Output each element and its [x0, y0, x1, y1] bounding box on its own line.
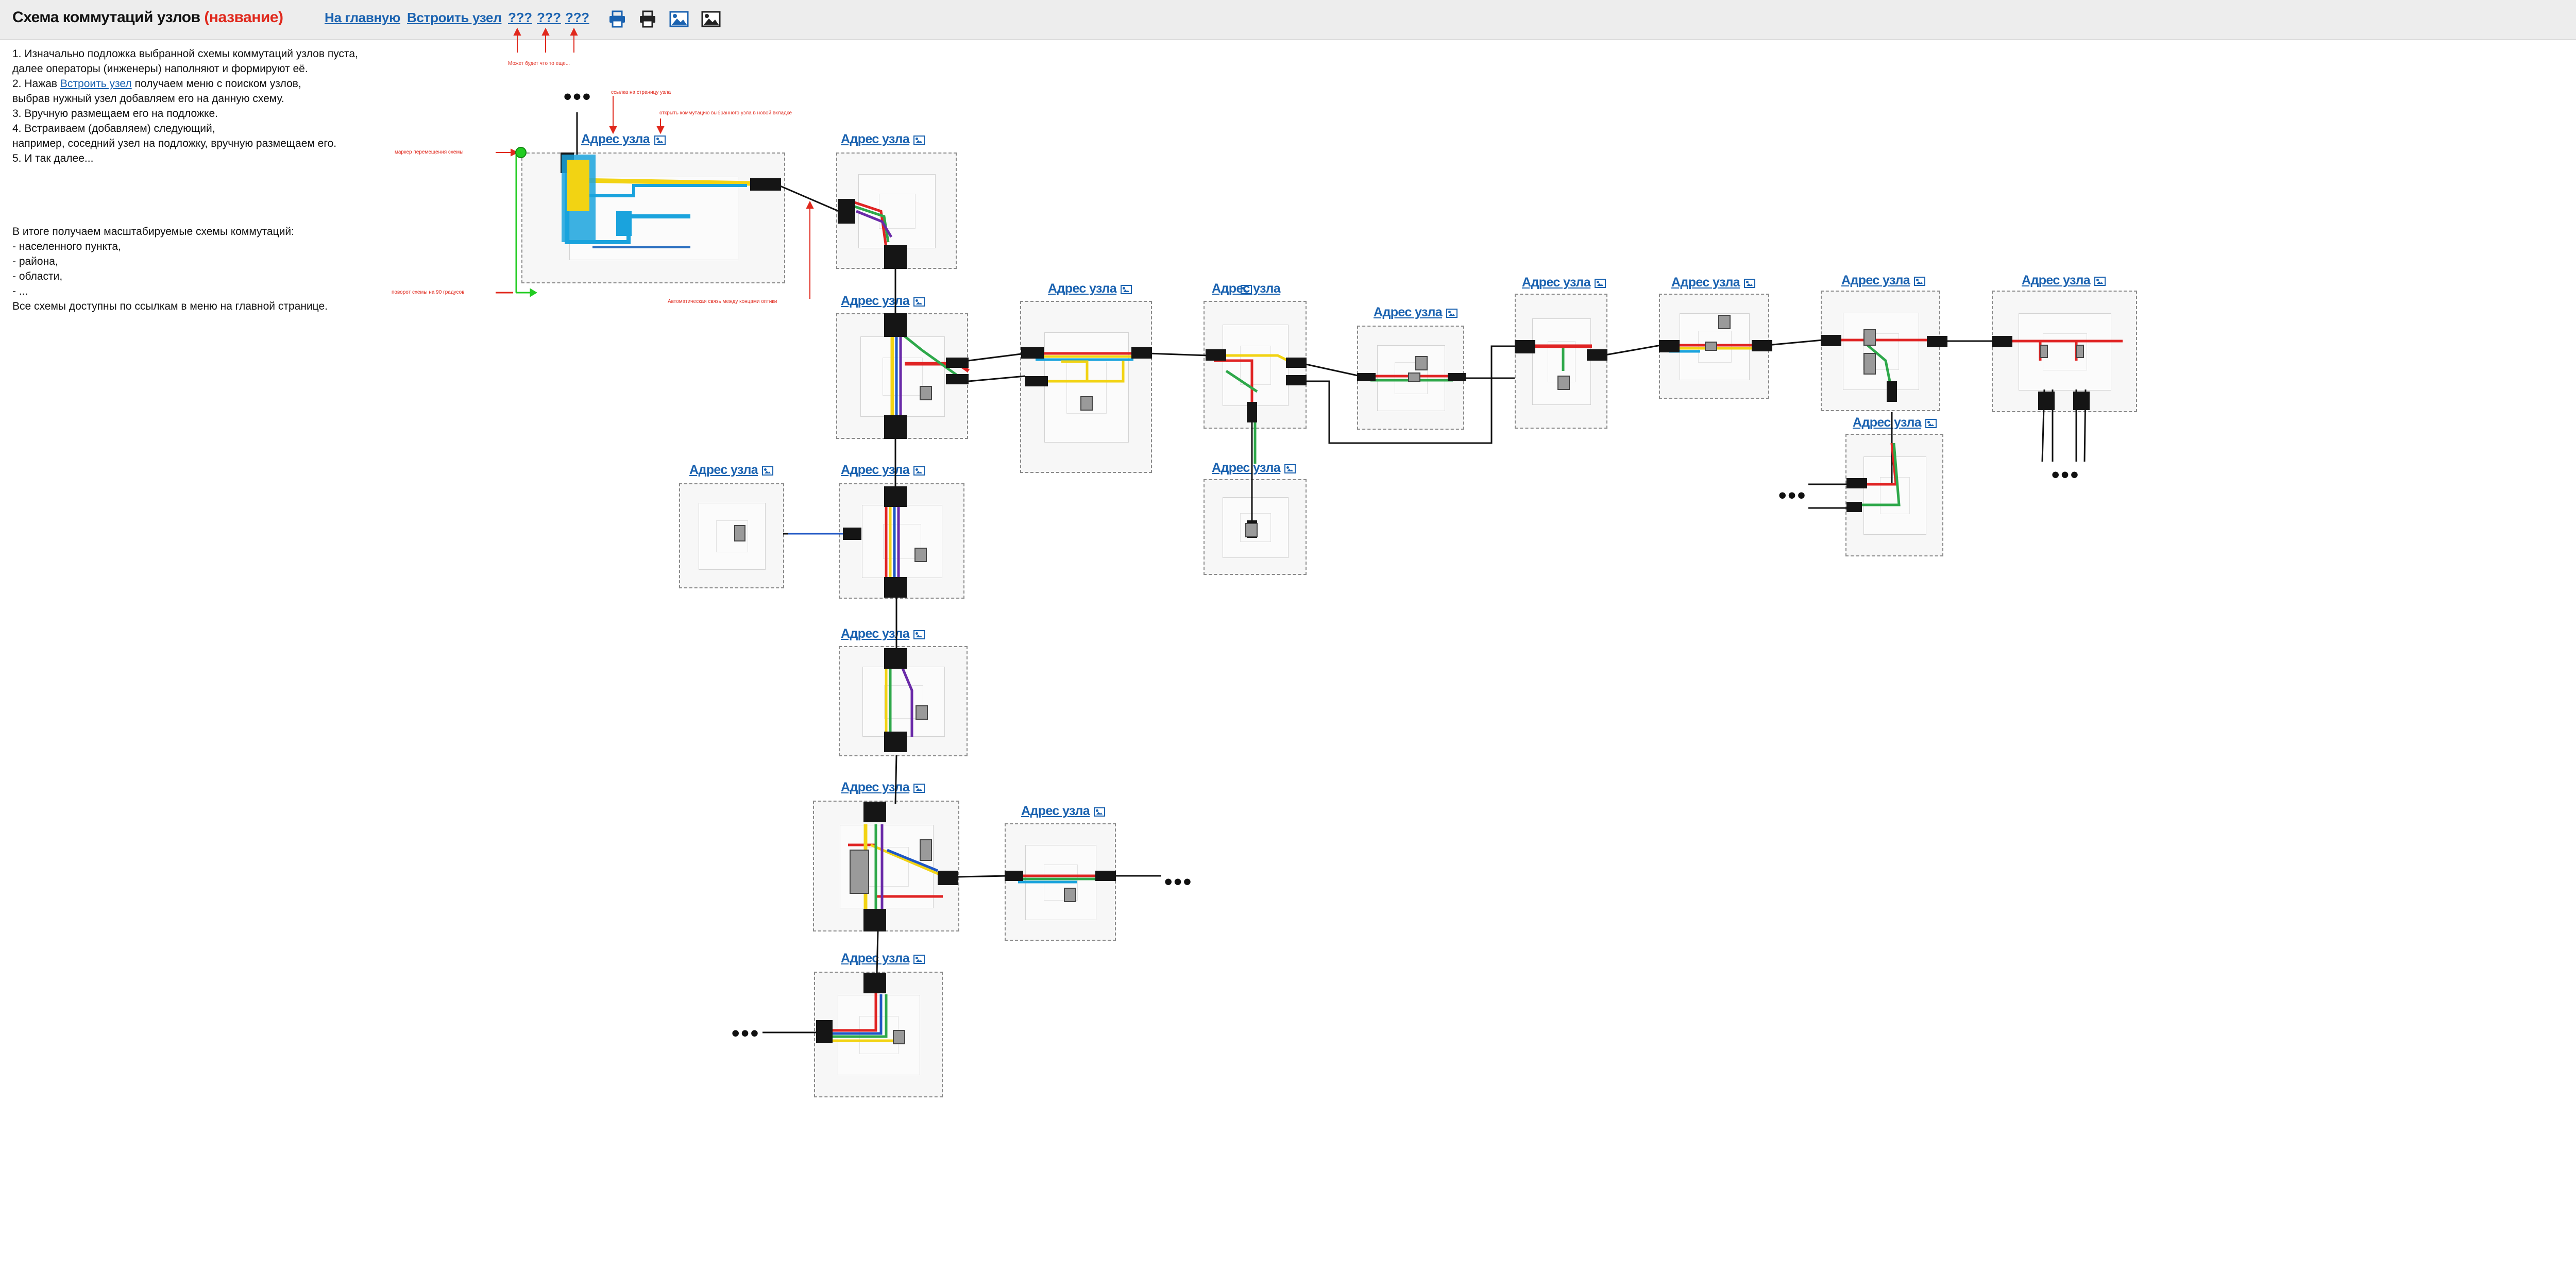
instruction-text: 2. Нажав	[12, 78, 60, 90]
annotation-node-page-link: ссылка на страницу узла	[611, 90, 671, 95]
instructions: 1. Изначально подложка выбранной схемы к…	[12, 46, 404, 166]
open-node-icon[interactable]	[1241, 285, 1252, 294]
top-toolbar: Схема коммутаций узлов (название) На гла…	[0, 0, 2576, 40]
node-address-link[interactable]: Адрес узла	[841, 951, 910, 965]
node-address-link[interactable]: Адрес узла	[1048, 281, 1117, 296]
node-box[interactable]	[1992, 291, 2137, 412]
open-node-icon[interactable]	[1284, 464, 1296, 473]
instruction-line: далее операторы (инженеры) наполняют и ф…	[12, 63, 308, 75]
summary-line: - ...	[12, 285, 28, 297]
annotation-arrows	[496, 27, 814, 299]
summary-line: - района,	[12, 256, 58, 267]
node-box[interactable]	[679, 483, 784, 588]
connector-blocks	[561, 152, 2090, 1043]
open-node-icon[interactable]	[2094, 277, 2106, 286]
placeholder-link-2[interactable]: ???	[537, 10, 561, 25]
node-address-link[interactable]: Адрес узла	[1853, 415, 1922, 430]
instruction-line: например, соседний узел на подложку, вру…	[12, 138, 337, 149]
embed-node-link[interactable]: Встроить узел	[407, 10, 502, 25]
summary-line: В итоге получаем масштабируемые схемы ко…	[12, 226, 294, 238]
node-address-link[interactable]: Адрес узла	[2022, 273, 2091, 287]
node-address-link[interactable]: Адрес узла	[1212, 461, 1281, 475]
open-node-icon[interactable]	[1925, 419, 1937, 428]
instruction-line: 4. Встраиваем (добавляем) следующий,	[12, 123, 215, 134]
annotation-move-marker: маркер перемещения схемы	[395, 149, 464, 155]
more-ellipsis: •••	[1778, 483, 1807, 508]
open-node-icon[interactable]	[1094, 807, 1105, 817]
instruction-line: выбрав нужный узел добавляем его на данн…	[12, 93, 284, 105]
print-icon[interactable]	[637, 9, 658, 29]
open-node-icon[interactable]	[1121, 285, 1132, 294]
rotate-handle[interactable]	[496, 152, 537, 297]
home-link[interactable]: На главную	[325, 10, 400, 25]
fiber-bundles	[565, 155, 2123, 1042]
open-node-icon[interactable]	[913, 466, 925, 476]
placeholder-link-1[interactable]: ???	[508, 10, 532, 25]
open-node-icon[interactable]	[654, 135, 666, 145]
node-address-link[interactable]: Адрес узла	[841, 294, 910, 308]
summary: В итоге получаем масштабируемые схемы ко…	[12, 224, 425, 314]
cabinet-equipment	[562, 155, 632, 242]
node-address-link[interactable]: Адрес узла	[1841, 273, 1910, 287]
summary-line: - населенного пункта,	[12, 241, 121, 252]
open-node-icon[interactable]	[1595, 279, 1606, 288]
placeholder-link-3[interactable]: ???	[565, 10, 589, 25]
annotation-rotate: поворот схемы на 90 градусов	[392, 290, 465, 295]
open-node-icon[interactable]	[1744, 279, 1755, 288]
open-node-icon[interactable]	[913, 297, 925, 307]
node-address-link[interactable]: Адрес узла	[689, 463, 758, 477]
node-box[interactable]	[1204, 479, 1307, 575]
node-address-link[interactable]: Адрес узла	[1671, 275, 1740, 290]
node-address-link[interactable]: Адрес узла	[841, 463, 910, 477]
instruction-line: 5. И так далее...	[12, 152, 94, 164]
more-ellipsis: •••	[564, 84, 592, 109]
print-preview-icon[interactable]	[607, 9, 628, 29]
annotation-auto-link: Автоматическая связь между концами оптик…	[668, 299, 777, 304]
node-box[interactable]	[1515, 294, 1607, 429]
open-node-icon[interactable]	[913, 784, 925, 793]
open-node-icon[interactable]	[762, 466, 773, 476]
node-address-link[interactable]: Адрес узла	[581, 132, 650, 146]
node-box[interactable]	[1821, 291, 1940, 411]
node-address-link[interactable]: Адрес узла	[841, 780, 910, 794]
image-dark-icon[interactable]	[701, 9, 721, 29]
node-address-link[interactable]: Адрес узла	[1374, 305, 1443, 319]
summary-line: - области,	[12, 270, 63, 282]
more-ellipsis: •••	[1164, 869, 1193, 894]
node-address-link[interactable]: Адрес узла	[841, 132, 910, 146]
summary-line: Все схемы доступны по ссылкам в меню на …	[12, 300, 328, 312]
image-icon[interactable]	[669, 9, 689, 29]
annotation-maybe: Может будет что то еще...	[508, 61, 570, 66]
node-address-link[interactable]: Адрес узла	[841, 626, 910, 641]
annotation-open-new-tab: открыть коммутацию выбранного узла в нов…	[659, 110, 792, 116]
instruction-line: 2. Нажав Встроить узел получаем меню с п…	[12, 76, 404, 91]
node-box[interactable]	[1020, 301, 1152, 473]
more-ellipsis: •••	[732, 1021, 760, 1046]
open-node-icon[interactable]	[1446, 309, 1458, 318]
page-title-accent: (название)	[204, 9, 283, 26]
instruction-text: получаем меню с поиском узлов,	[131, 78, 301, 90]
node-address-link[interactable]: Адрес узла	[1021, 804, 1090, 818]
page-title: Схема коммутаций узлов (название)	[12, 9, 283, 26]
trunk-cables	[576, 112, 2087, 1033]
open-node-icon[interactable]	[913, 630, 925, 639]
open-node-icon[interactable]	[913, 955, 925, 964]
open-node-icon[interactable]	[913, 135, 925, 145]
node-address-link[interactable]: Адрес узла	[1522, 275, 1591, 290]
patch-panels	[734, 315, 2084, 1044]
move-marker[interactable]	[515, 147, 527, 158]
more-ellipsis: •••	[2052, 462, 2080, 487]
embed-node-inline-link[interactable]: Встроить узел	[60, 78, 132, 90]
instruction-line: 3. Вручную размещаем его на подложке.	[12, 108, 218, 120]
page-title-text: Схема коммутаций узлов	[12, 9, 200, 26]
open-node-icon[interactable]	[1914, 277, 1925, 286]
instruction-line: 1. Изначально подложка выбранной схемы к…	[12, 48, 358, 60]
